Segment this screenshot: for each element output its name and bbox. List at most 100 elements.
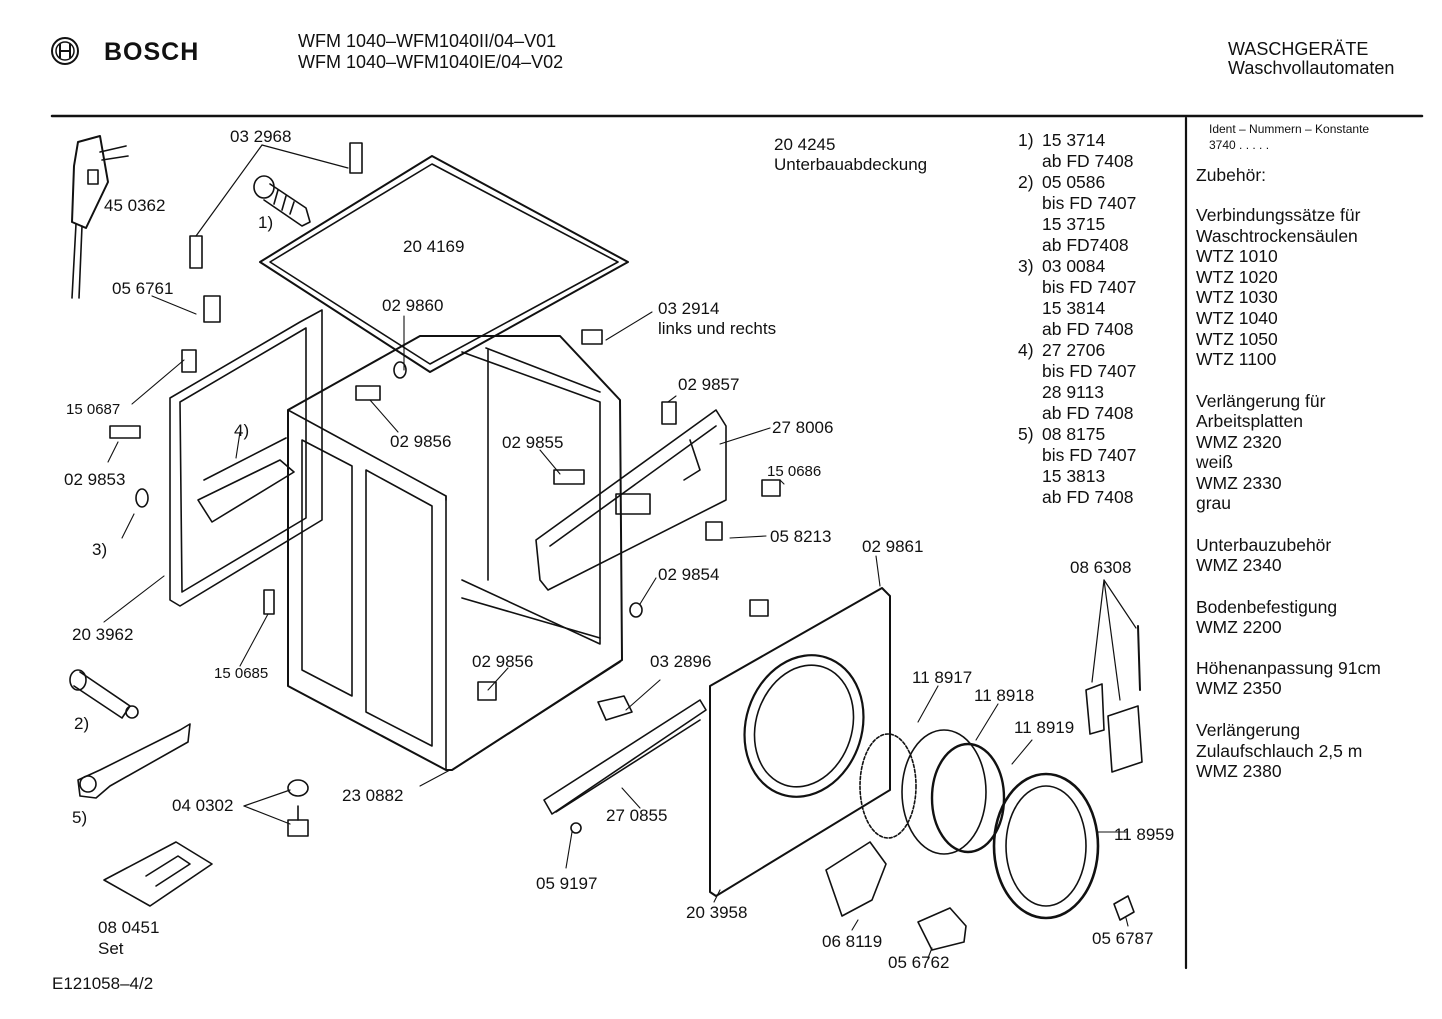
- acc-group-3-line-2: WMZ 2340: [1196, 555, 1282, 575]
- clip-icon: [109, 295, 781, 834]
- footnote-5-num: 5): [1018, 424, 1034, 444]
- footnote-3-line-1: 03 0084: [1042, 256, 1106, 276]
- acc-group-4-line-2: WMZ 2200: [1196, 617, 1282, 637]
- part-label-029854: 02 9854: [658, 565, 720, 584]
- footnote-3-line-2: bis FD 7407: [1042, 277, 1137, 297]
- door-seal-icon: [859, 729, 1100, 920]
- part-label-118917: 11 8917: [912, 668, 973, 687]
- footnote-4-num: 4): [1018, 340, 1034, 360]
- part-label-080451: 08 0451: [98, 918, 160, 937]
- part-label-029855: 02 9855: [502, 433, 564, 452]
- acc-group-2-line-4: weiß: [1196, 452, 1233, 472]
- acc-group-1-line-2: Waschtrockensäulen: [1196, 226, 1358, 246]
- footnote-3-line-3: 15 3814: [1042, 298, 1106, 318]
- cabinet-frame-icon: [287, 335, 623, 771]
- part-label-086308: 08 6308: [1070, 558, 1132, 577]
- inlet-valve-icon: [253, 175, 311, 227]
- model-line-1: WFM 1040–WFM1040II/04–V01: [298, 31, 557, 51]
- part-label-203958: 20 3958: [686, 903, 748, 922]
- acc-group-1-line-5: WTZ 1030: [1196, 287, 1278, 307]
- part-label-203962: 20 3962: [72, 625, 134, 644]
- acc-group-2-line-1: Verlängerung für: [1196, 391, 1326, 411]
- hinge-icon: [1085, 625, 1143, 773]
- power-plug-icon: [71, 135, 129, 299]
- part-label-058213: 05 8213: [770, 527, 832, 546]
- callout-1: 1): [258, 213, 274, 232]
- footnote-4-line-4: ab FD 7408: [1042, 403, 1134, 423]
- bosch-logo-icon: [50, 36, 80, 66]
- footnote-1-line-1: 15 3714: [1042, 130, 1106, 150]
- acc-group-2-line-3: WMZ 2320: [1196, 432, 1282, 452]
- filter-icon: [69, 669, 139, 719]
- door-handle-icon: [825, 841, 887, 917]
- footnote-5-line-2: bis FD 7407: [1042, 445, 1137, 465]
- knob-icon: [1113, 895, 1135, 921]
- callout-3: 3): [92, 540, 108, 559]
- acc-group-2-line-6: grau: [1196, 493, 1232, 513]
- acc-group-1-line-6: WTZ 1040: [1196, 308, 1278, 328]
- part-label-set: Set: [98, 939, 124, 958]
- part-label-204169: 20 4169: [403, 237, 465, 256]
- ident-title: Ident – Nummern – Konstante: [1209, 122, 1370, 136]
- footnote-5-line-4: ab FD 7408: [1042, 487, 1134, 507]
- category-title: WASCHGERÄTE: [1228, 39, 1369, 59]
- part-label-029861: 02 9861: [862, 537, 924, 556]
- bolt-icon: [287, 779, 309, 837]
- part-label-032914: 03 2914: [658, 299, 720, 318]
- part-label-204245: 20 4245: [774, 135, 836, 154]
- part-label-059197: 05 9197: [536, 874, 598, 893]
- part-label-032968: 03 2968: [230, 127, 292, 146]
- acc-group-5-line-2: WMZ 2350: [1196, 678, 1282, 698]
- top-cover-icon: [259, 155, 629, 373]
- front-panel-icon: [709, 587, 891, 897]
- footnote-2-line-1: 05 0586: [1042, 172, 1106, 192]
- part-label-040302: 04 0302: [172, 796, 234, 815]
- callout-2: 2): [74, 714, 90, 733]
- part-label-068119: 06 8119: [822, 932, 883, 951]
- part-label-150687: 15 0687: [66, 401, 121, 418]
- model-line-2: WFM 1040–WFM1040IE/04–V02: [298, 52, 564, 72]
- acc-group-4-line-1: Bodenbefestigung: [1196, 597, 1338, 617]
- footnote-3-line-4: ab FD 7408: [1042, 319, 1134, 339]
- footnote-1-num: 1): [1018, 130, 1034, 150]
- part-label-029853: 02 9853: [64, 470, 126, 489]
- callout-5: 5): [72, 808, 88, 827]
- acc-group-2-line-5: WMZ 2330: [1196, 473, 1282, 493]
- brand-name: BOSCH: [104, 38, 200, 66]
- part-label-204245-note: Unterbauabdeckung: [774, 155, 928, 174]
- part-label-150685: 15 0685: [214, 665, 269, 682]
- bracket-icon: [189, 142, 363, 269]
- footnote-4-line-2: bis FD 7407: [1042, 361, 1137, 381]
- part-label-029856-top: 02 9856: [390, 432, 452, 451]
- part-label-029857: 02 9857: [678, 375, 740, 394]
- drawing-id: E121058–4/2: [52, 974, 154, 993]
- part-label-032896: 03 2896: [650, 652, 712, 671]
- control-panel-icon: [535, 409, 727, 591]
- part-label-270855: 27 0855: [606, 806, 668, 825]
- part-label-032914-note: links und rechts: [658, 319, 777, 338]
- subcategory-title: Waschvollautomaten: [1228, 58, 1395, 78]
- door-latch-icon: [917, 907, 967, 951]
- accessories-title: Zubehör:: [1196, 165, 1267, 185]
- acc-group-6-line-3: WMZ 2380: [1196, 761, 1282, 781]
- footnote-2-num: 2): [1018, 172, 1034, 192]
- part-label-118918: 11 8918: [974, 686, 1035, 705]
- part-label-118959: 11 8959: [1114, 825, 1175, 844]
- callout-4: 4): [234, 421, 250, 440]
- acc-group-1-line-3: WTZ 1010: [1196, 246, 1278, 266]
- acc-group-6-line-1: Verlängerung: [1196, 720, 1301, 740]
- part-label-278006: 27 8006: [772, 418, 834, 437]
- acc-group-1-line-8: WTZ 1100: [1196, 349, 1277, 369]
- footnote-4-line-1: 27 2706: [1042, 340, 1106, 360]
- part-label-029860: 02 9860: [382, 296, 444, 315]
- footnote-2-line-2: bis FD 7407: [1042, 193, 1137, 213]
- part-label-056787: 05 6787: [1092, 929, 1154, 948]
- part-label-230882: 23 0882: [342, 786, 404, 805]
- part-label-056762: 05 6762: [888, 953, 950, 972]
- acc-group-1-line-4: WTZ 1020: [1196, 267, 1278, 287]
- base-rail-icon: [543, 699, 707, 815]
- acc-group-1-line-7: WTZ 1050: [1196, 329, 1278, 349]
- footnote-5-line-3: 15 3813: [1042, 466, 1106, 486]
- footnote-2-line-3: 15 3715: [1042, 214, 1106, 234]
